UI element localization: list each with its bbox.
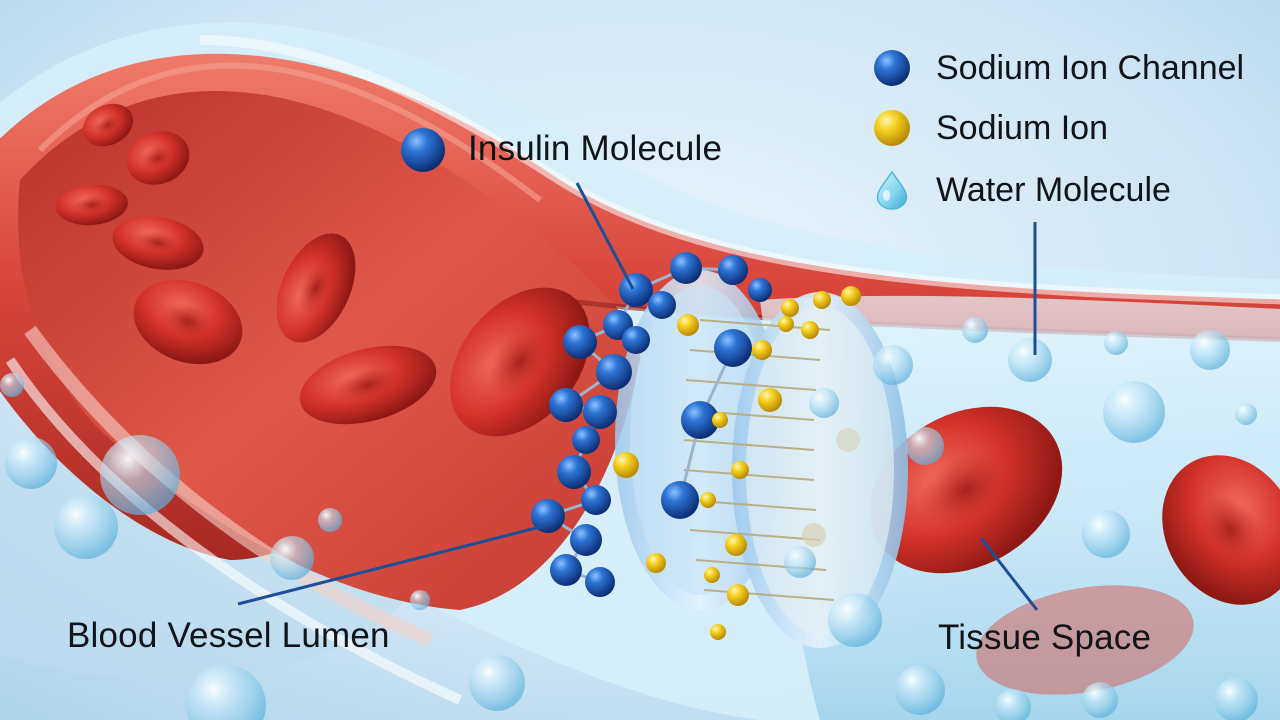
red-blood-cells [56,103,1280,695]
water-bubbles [0,317,1258,720]
legend-item-water-molecule: Water Molecule [872,168,1171,212]
legend-label: Sodium Ion Channel [936,48,1245,87]
legend-item-sodium-ion: Sodium Ion [872,106,1108,150]
legend-label: Water Molecule [936,170,1171,209]
legend-item-sodium-ion-channel: Sodium Ion Channel [872,46,1244,90]
yellow-sphere-icon [874,110,910,146]
insulin-molecule-text: Insulin Molecule [468,129,723,168]
sodium-ions [613,286,861,640]
insulin-icon [401,128,445,172]
blue-sphere-icon [874,50,910,86]
blood-vessel-lumen-label: Blood Vessel Lumen [67,616,390,655]
water-drop-icon [876,170,908,210]
leader-lines [237,182,1039,611]
legend-label: Sodium Ion [936,108,1108,147]
sodium-ion-channel [615,270,908,648]
tissue-space-label: Tissue Space [938,618,1152,657]
insulin-beads [531,252,772,597]
